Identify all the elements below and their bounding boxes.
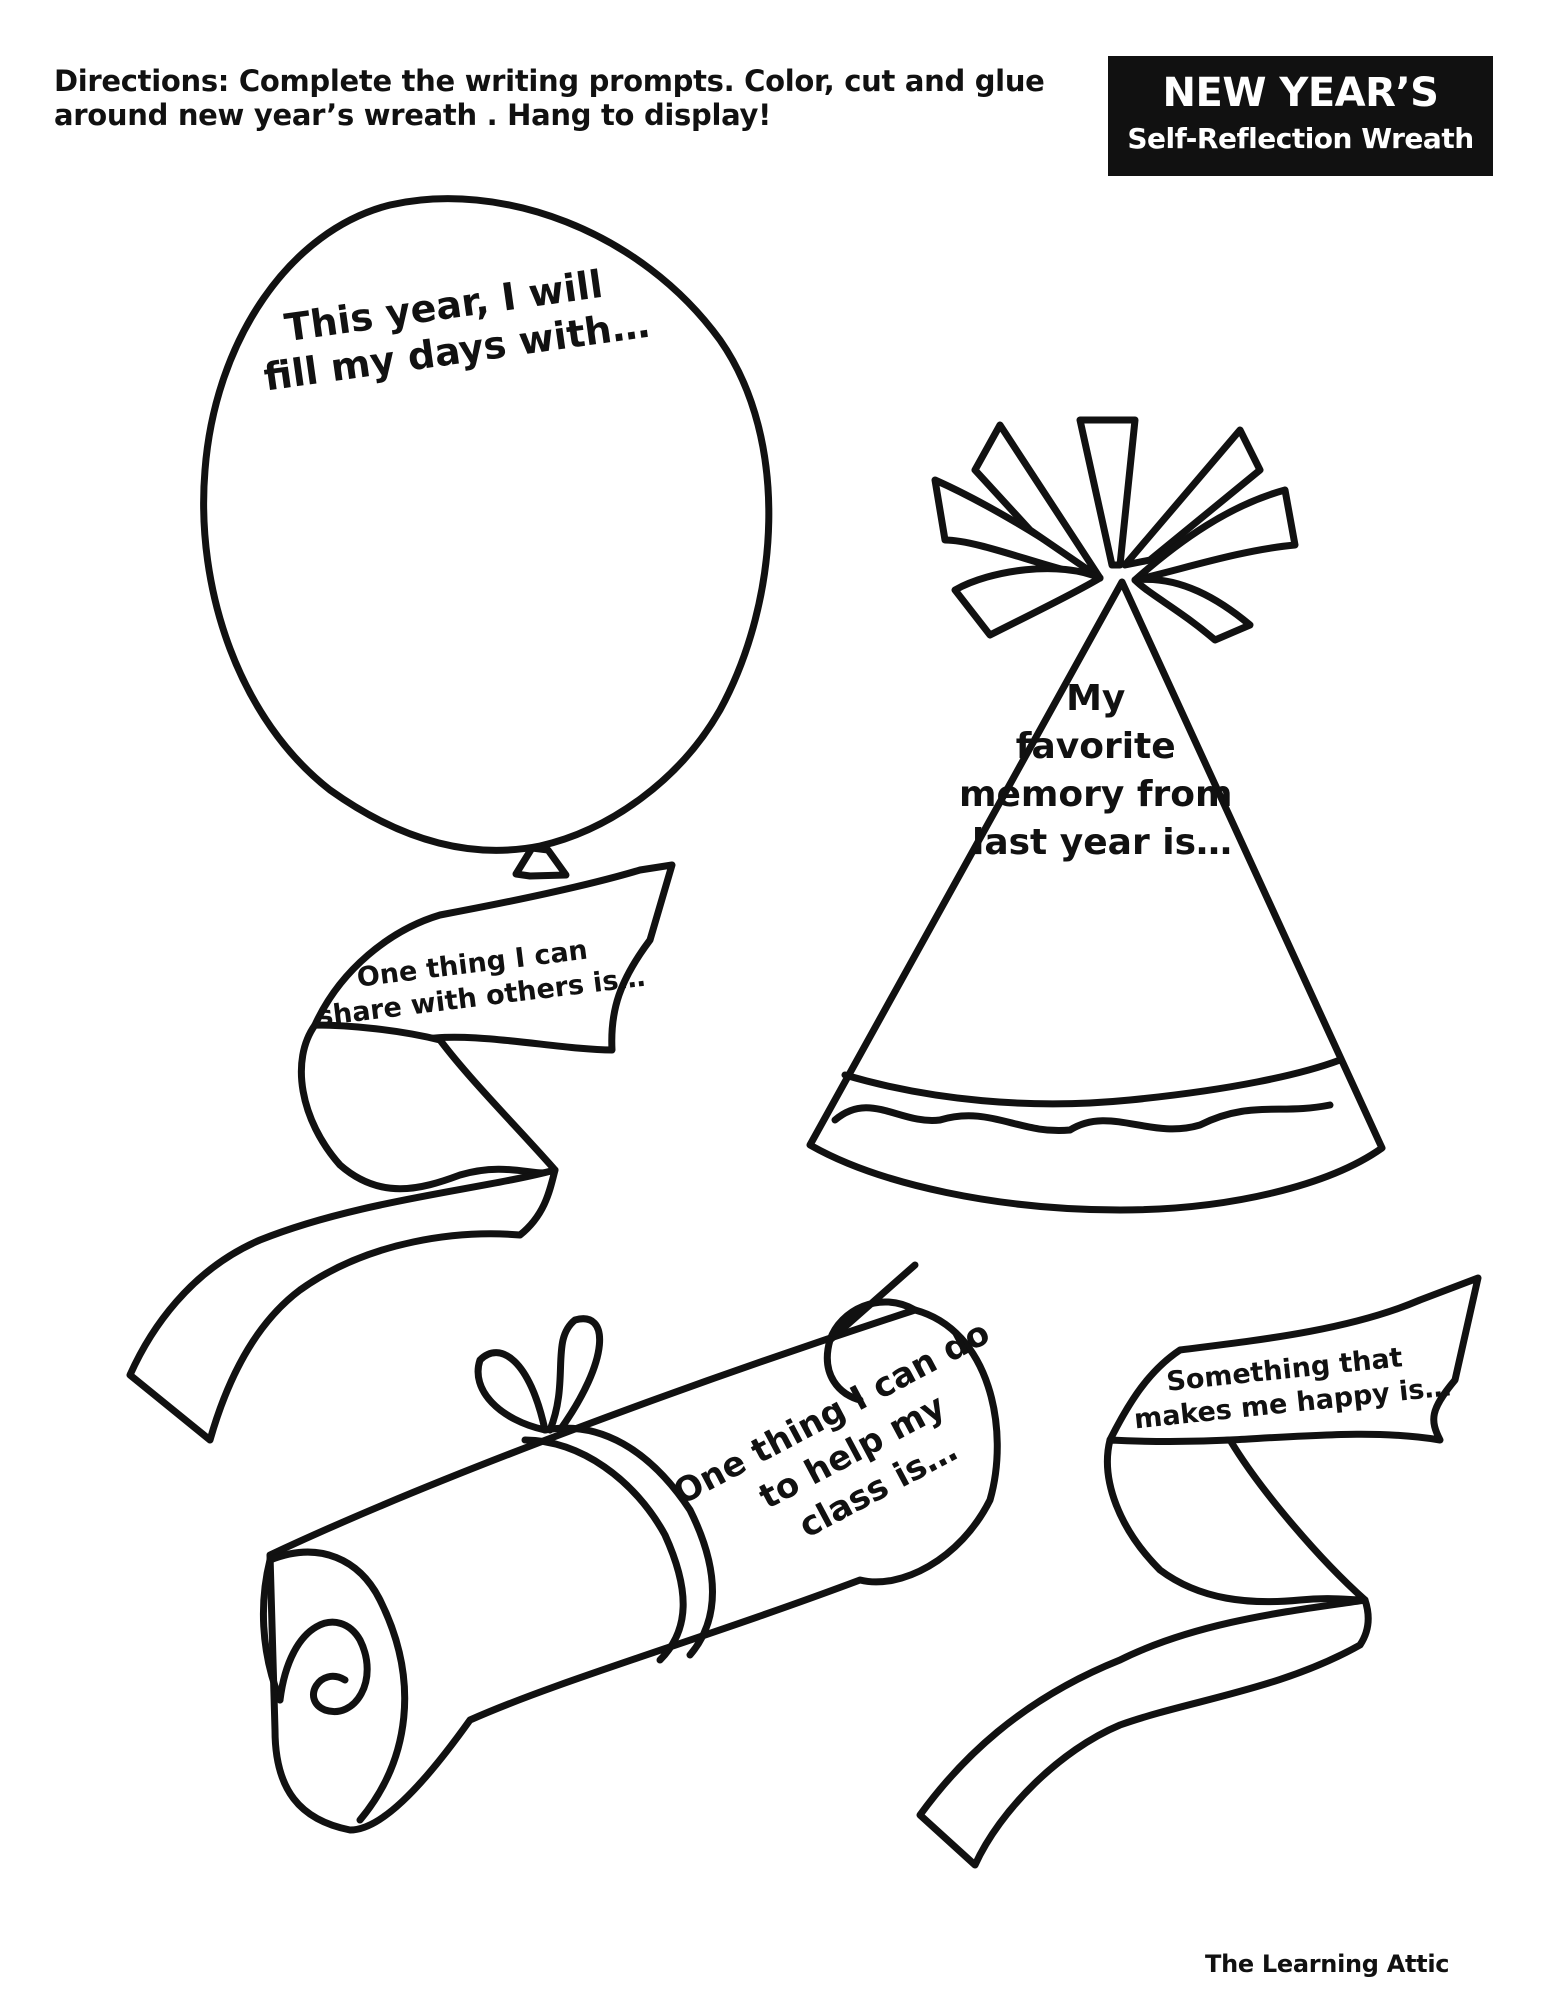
party-hat-prompt-line-2: favorite <box>1016 726 1176 767</box>
title-subtitle: Self-Reflection Wreath <box>1127 122 1474 155</box>
directions-text: Directions: Complete the writing prompts… <box>54 64 1045 132</box>
ribbon-left-prompt: One thing I can share with others is… <box>311 928 647 1033</box>
party-hat-cutout: My favorite memory from last year is… <box>806 416 1386 1214</box>
party-hat-prompt-line-4: last year is… <box>972 822 1232 863</box>
ribbon-right-cutout: Something that makes me happy is… <box>916 1274 1482 1869</box>
title-banner: NEW YEAR’S Self-Reflection Wreath <box>1108 56 1493 176</box>
balloon-cutout: This year, I will fill my days with… <box>200 195 773 880</box>
credit-text: The Learning Attic <box>1205 1950 1450 1978</box>
party-hat-prompt-line-1: My <box>1066 678 1125 719</box>
party-hat-prompt: My favorite memory from last year is… <box>959 678 1245 863</box>
party-hat-prompt-line-3: memory from <box>959 774 1233 815</box>
ribbon-left-cutout: One thing I can share with others is… <box>126 861 676 1444</box>
title-main: NEW YEAR’S <box>1162 70 1439 116</box>
scroll-cutout: One thing I can do to help my class is… <box>259 1261 1001 1834</box>
